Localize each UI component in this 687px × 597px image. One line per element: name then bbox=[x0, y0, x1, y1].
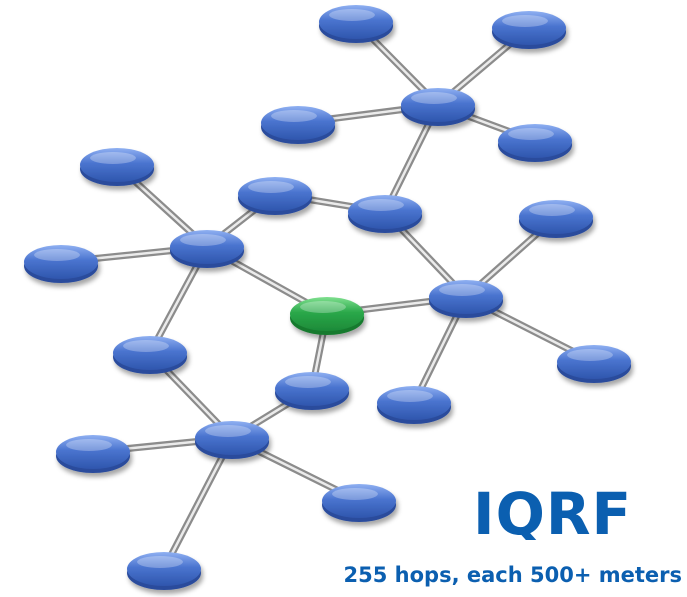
network-node-n-right-top bbox=[519, 200, 593, 238]
network-node-n-right-hub bbox=[429, 280, 503, 318]
node-shine bbox=[502, 15, 548, 27]
network-node-n-upper-left bbox=[80, 148, 154, 186]
node-shine bbox=[358, 199, 404, 211]
node-shine bbox=[34, 249, 80, 261]
node-shine bbox=[567, 349, 613, 361]
links-layer bbox=[57, 18, 598, 573]
node-shine bbox=[508, 128, 554, 140]
node-shine bbox=[90, 152, 136, 164]
node-shine bbox=[439, 284, 485, 296]
network-node-n-left-hub bbox=[170, 230, 244, 268]
node-shine bbox=[329, 9, 375, 21]
network-node-n-bottom-hub bbox=[195, 421, 269, 459]
network-node-n-mid-router bbox=[348, 195, 422, 233]
node-shine bbox=[248, 181, 294, 193]
node-shine bbox=[205, 425, 251, 437]
network-node-n-top-right bbox=[492, 11, 566, 49]
network-node-n-bottom-right bbox=[322, 484, 396, 522]
network-node-n-bottom-far bbox=[127, 552, 201, 590]
node-shine bbox=[529, 204, 575, 216]
network-node-n-center-below bbox=[275, 372, 349, 410]
network-node-n-top-left bbox=[319, 5, 393, 43]
tagline: 255 hops, each 500+ meters bbox=[343, 563, 682, 587]
network-node-n-top-side-left bbox=[261, 106, 335, 144]
node-shine bbox=[387, 390, 433, 402]
node-shine bbox=[285, 376, 331, 388]
node-shine bbox=[123, 340, 169, 352]
iqrf-logo: IQRF bbox=[473, 488, 633, 540]
link-n-bottom-hub-n-bottom-far bbox=[160, 434, 236, 573]
node-shine bbox=[66, 439, 112, 451]
network-node-n-left-middle bbox=[113, 336, 187, 374]
node-shine bbox=[411, 92, 457, 104]
network-node-n-right-bottom bbox=[557, 345, 631, 383]
coordinator-node-n-center bbox=[290, 297, 364, 335]
network-node-n-top-side-right bbox=[498, 124, 572, 162]
node-shine bbox=[180, 234, 226, 246]
network-node-n-bottom-left bbox=[56, 435, 130, 473]
node-shine bbox=[332, 488, 378, 500]
network-node-n-far-left bbox=[24, 245, 98, 283]
network-node-n-upper-mid bbox=[238, 177, 312, 215]
node-shine bbox=[300, 301, 346, 313]
network-node-n-top-hub bbox=[401, 88, 475, 126]
node-shine bbox=[271, 110, 317, 122]
node-shine bbox=[137, 556, 183, 568]
nodes-layer bbox=[24, 5, 631, 590]
link-highlight bbox=[162, 436, 234, 571]
network-node-n-lower-right bbox=[377, 386, 451, 424]
